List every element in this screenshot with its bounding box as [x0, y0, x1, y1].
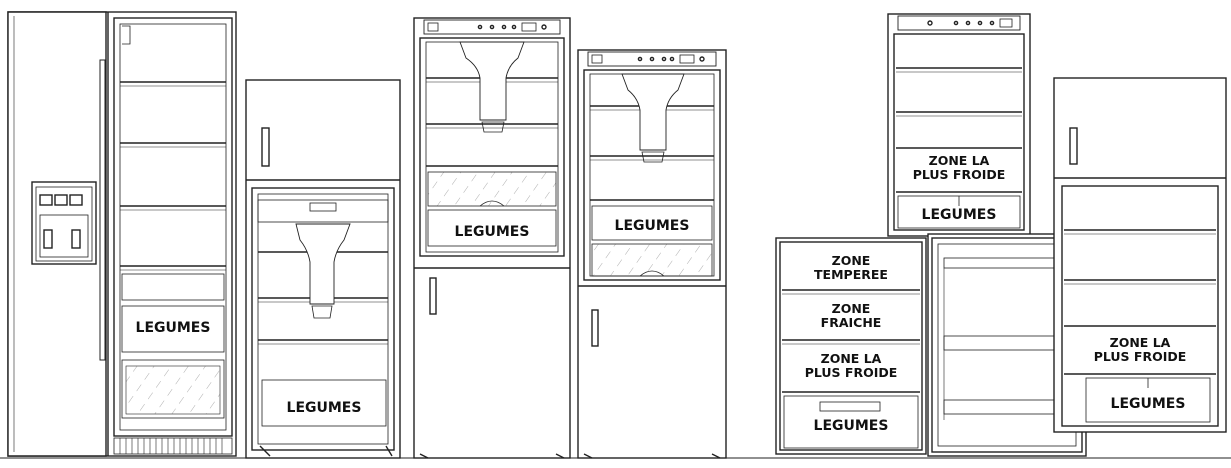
- fridge-multi-zone: [775, 237, 927, 455]
- zone-froide-label-unit8: ZONE LA PLUS FROIDE: [1064, 335, 1216, 365]
- fridge-side-by-side: [7, 11, 237, 457]
- zone-temperee-line2: TEMPEREE: [814, 267, 888, 283]
- fridge-top-freezer: [245, 79, 401, 459]
- zone-froide-line1-unit8: ZONE LA: [1109, 335, 1171, 350]
- legumes-label-unit8: LEGUMES: [1110, 396, 1186, 412]
- legumes-label-fridge2: LEGUMES: [286, 400, 362, 416]
- legumes-label-fridge4: LEGUMES: [614, 218, 690, 234]
- zone-fraiche-label: ZONE FRAICHE: [782, 301, 920, 331]
- zone-fraiche-line1: ZONE: [831, 301, 871, 316]
- fridge-upper-unit: [887, 13, 1031, 237]
- legumes-label-fridge1: LEGUMES: [135, 320, 211, 336]
- legumes-label-fridge3: LEGUMES: [454, 224, 530, 240]
- zone-froide-line2-unit8: PLUS FROIDE: [1093, 349, 1187, 365]
- zone-froide-line2-unit5: PLUS FROIDE: [804, 365, 898, 381]
- zone-froide-line1-unit6: ZONE LA: [928, 153, 990, 168]
- fridge-tall-right: [577, 49, 727, 459]
- zone-temperee-label: ZONE TEMPEREE: [782, 253, 920, 283]
- zone-froide-line1-unit5: ZONE LA: [820, 351, 882, 366]
- zone-temperee-line1: ZONE: [831, 253, 871, 268]
- zone-froide-line2-unit6: PLUS FROIDE: [912, 167, 1006, 183]
- legumes-label-unit6: LEGUMES: [921, 207, 997, 223]
- zone-froide-label-unit6: ZONE LA PLUS FROIDE: [896, 153, 1022, 183]
- water-ice-dispenser: [31, 181, 97, 265]
- fridge-right-tall: [1053, 77, 1227, 433]
- zone-fraiche-line2: FRAICHE: [820, 315, 882, 331]
- fridge-tall-left: [413, 17, 571, 459]
- legumes-label-unit5: LEGUMES: [813, 418, 889, 434]
- zone-froide-label-unit5: ZONE LA PLUS FROIDE: [782, 351, 920, 381]
